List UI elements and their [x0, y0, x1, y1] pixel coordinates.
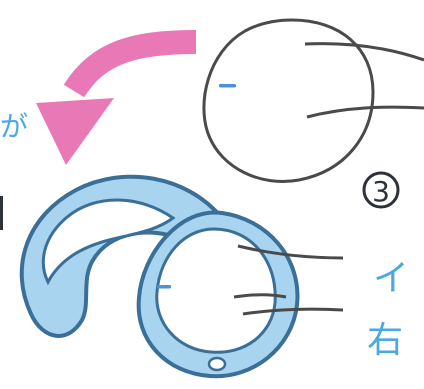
earpiece-bottom-hole — [209, 358, 225, 370]
top-device-illustration — [204, 20, 424, 181]
step-number-badge: 3 — [364, 173, 398, 208]
curved-arrow-head — [36, 98, 114, 165]
left-text-fragment: が — [0, 110, 28, 143]
top-wire-lower — [307, 107, 424, 117]
right-text-line-1: イ — [373, 258, 409, 299]
curved-arrow-shaft — [74, 42, 196, 91]
right-text-line-2: 右 — [367, 320, 403, 361]
bottom-marker — [157, 285, 171, 289]
step-number-text: 3 — [372, 175, 390, 208]
earpiece-inner-opening — [157, 229, 275, 352]
top-marker — [219, 84, 236, 88]
curved-arrow-icon — [36, 42, 196, 165]
blue-earpiece-illustration — [22, 177, 343, 376]
left-dark-fragment — [0, 196, 3, 230]
